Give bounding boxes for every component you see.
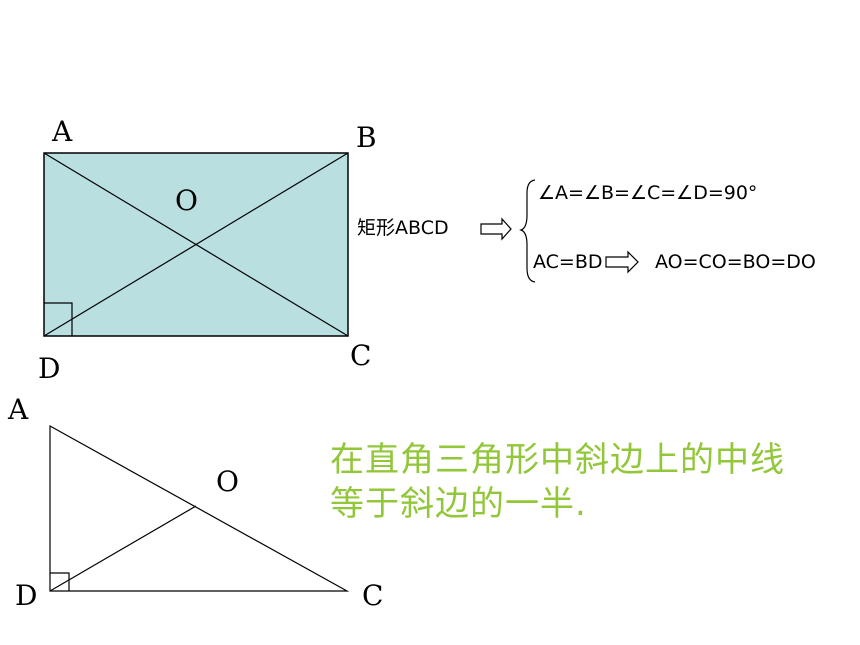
- label-vertex-b: B: [356, 121, 377, 154]
- label-triangle-a: A: [8, 393, 29, 426]
- label-vertex-a: A: [52, 115, 73, 148]
- angles-property: ∠A=∠B=∠C=∠D=90°: [538, 182, 758, 204]
- label-triangle-c: C: [362, 579, 384, 612]
- triangle-adc: [49, 424, 350, 592]
- label-vertex-c: C: [350, 339, 372, 372]
- diagonal-bd: [43, 152, 349, 337]
- right-angle-mark-triangle: [50, 572, 70, 591]
- curly-brace: [519, 179, 536, 283]
- theorem-line-2: 等于斜边的一半.: [330, 484, 587, 524]
- halves-property: AO=CO=BO=DO: [655, 251, 816, 273]
- implication-arrow-1: [480, 217, 512, 241]
- median-do: [49, 505, 197, 592]
- implication-arrow-2: [605, 250, 639, 274]
- label-midpoint-o: O: [216, 465, 239, 498]
- premise-text: 矩形ABCD: [357, 217, 449, 239]
- label-vertex-d: D: [38, 352, 61, 385]
- label-center-o: O: [175, 184, 198, 217]
- theorem-statement: 在直角三角形中斜边上的中线 等于斜边的一半.: [330, 438, 850, 526]
- label-triangle-d: D: [15, 579, 38, 612]
- diagonals-property: AC=BD: [533, 251, 603, 273]
- theorem-line-1: 在直角三角形中斜边上的中线: [330, 440, 785, 480]
- right-angle-mark-d: [44, 302, 73, 336]
